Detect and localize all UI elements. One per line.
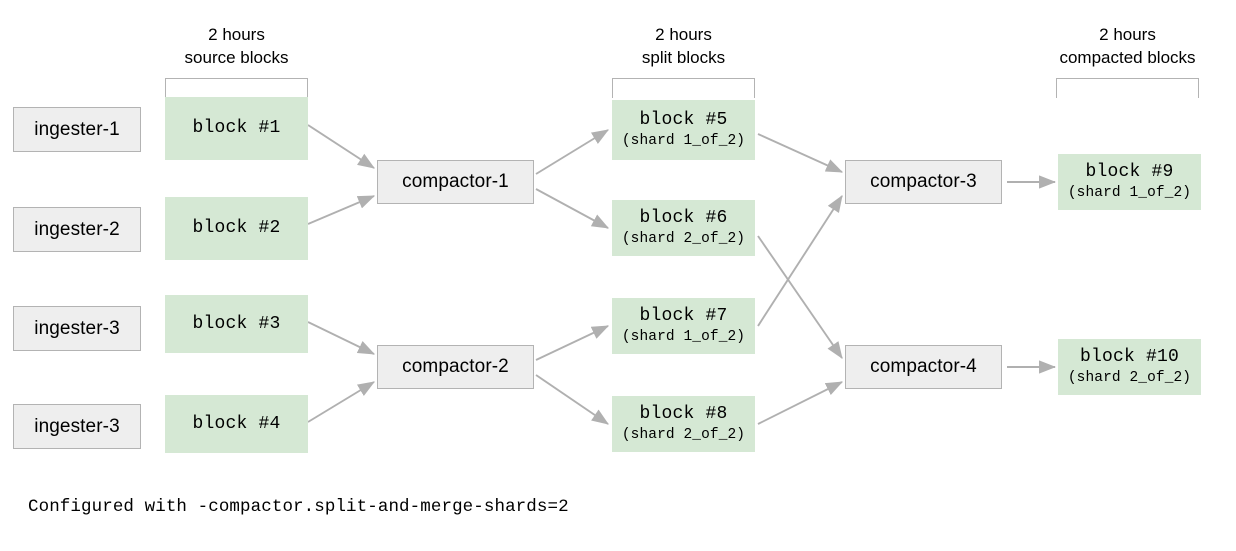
- arrow-block2-to-compactor1: [307, 195, 376, 225]
- ingester-3b-box[interactable]: ingester-3: [13, 404, 141, 449]
- compacted-block-10-shard: (shard 2_of_2): [1067, 370, 1192, 387]
- compactor-3-label: compactor-3: [870, 171, 977, 193]
- compactor-1-label: compactor-1: [402, 171, 509, 193]
- split-block-6-title: block #6: [639, 207, 728, 228]
- compactor-4-label: compactor-4: [870, 356, 977, 378]
- arrow-block5-to-compactor3: [757, 133, 844, 173]
- split-block-8[interactable]: block #8 (shard 2_of_2): [612, 396, 755, 452]
- arrow-compactor2-to-block8: [535, 374, 609, 425]
- split-block-8-title: block #8: [639, 403, 728, 424]
- column-header-compacted-line1: 2 hours: [1099, 25, 1156, 44]
- column-bracket-source: [165, 78, 308, 98]
- column-bracket-compacted: [1056, 78, 1199, 98]
- arrow-block7-to-compactor3: [757, 195, 843, 327]
- split-block-7-title: block #7: [639, 305, 728, 326]
- compactor-2-label: compactor-2: [402, 356, 509, 378]
- compactor-1-box[interactable]: compactor-1: [377, 160, 534, 204]
- split-block-5-title: block #5: [639, 109, 728, 130]
- column-header-source: 2 hours source blocks: [165, 24, 308, 70]
- source-block-3[interactable]: block #3: [165, 295, 308, 353]
- ingester-2-box[interactable]: ingester-2: [13, 207, 141, 252]
- split-block-8-shard: (shard 2_of_2): [621, 427, 746, 444]
- split-block-6[interactable]: block #6 (shard 2_of_2): [612, 200, 755, 256]
- source-block-4[interactable]: block #4: [165, 395, 308, 453]
- column-header-split: 2 hours split blocks: [612, 24, 755, 70]
- ingester-1-box[interactable]: ingester-1: [13, 107, 141, 152]
- source-block-4-title: block #4: [192, 413, 281, 434]
- compacted-block-10-title: block #10: [1079, 346, 1180, 367]
- compactor-4-box[interactable]: compactor-4: [845, 345, 1002, 389]
- arrow-block8-to-compactor4: [757, 381, 844, 425]
- split-block-7[interactable]: block #7 (shard 1_of_2): [612, 298, 755, 354]
- source-block-1-title: block #1: [192, 118, 281, 139]
- configuration-caption: Configured with -compactor.split-and-mer…: [28, 497, 569, 517]
- source-block-3-title: block #3: [192, 313, 281, 334]
- ingester-3a-box[interactable]: ingester-3: [13, 306, 141, 351]
- column-header-compacted-line2: compacted blocks: [1059, 47, 1196, 67]
- arrow-compactor1-to-block6: [535, 188, 610, 229]
- ingester-2-label: ingester-2: [34, 218, 120, 240]
- split-block-5[interactable]: block #5 (shard 1_of_2): [612, 100, 755, 160]
- ingester-3a-label: ingester-3: [34, 317, 120, 339]
- arrow-compactor2-to-block7: [535, 325, 610, 361]
- compacted-block-10[interactable]: block #10 (shard 2_of_2): [1058, 339, 1201, 395]
- compacted-block-9-title: block #9: [1085, 161, 1174, 182]
- compacted-block-9[interactable]: block #9 (shard 1_of_2): [1058, 154, 1201, 210]
- split-block-5-shard: (shard 1_of_2): [621, 133, 746, 150]
- column-header-source-line2: source blocks: [184, 47, 289, 67]
- ingester-1-label: ingester-1: [34, 118, 120, 140]
- source-block-1[interactable]: block #1: [165, 97, 308, 160]
- arrow-block1-to-compactor1: [307, 124, 375, 169]
- arrow-block3-to-compactor2: [307, 321, 376, 355]
- arrow-block4-to-compactor2: [307, 381, 375, 423]
- split-block-7-shard: (shard 1_of_2): [621, 329, 746, 346]
- ingester-3b-label: ingester-3: [34, 415, 120, 437]
- column-header-source-line1: 2 hours: [208, 25, 265, 44]
- column-header-compacted: 2 hours compacted blocks: [1056, 24, 1199, 70]
- source-block-2[interactable]: block #2: [165, 197, 308, 260]
- arrow-block6-to-compactor4: [757, 235, 843, 359]
- compactor-2-box[interactable]: compactor-2: [377, 345, 534, 389]
- arrow-compactor1-to-block5: [535, 129, 609, 175]
- column-header-split-line2: split blocks: [641, 47, 726, 67]
- column-bracket-split: [612, 78, 755, 98]
- compactor-3-box[interactable]: compactor-3: [845, 160, 1002, 204]
- column-header-split-line1: 2 hours: [655, 25, 712, 44]
- source-block-2-title: block #2: [192, 218, 281, 239]
- compacted-block-9-shard: (shard 1_of_2): [1067, 185, 1192, 202]
- split-block-6-shard: (shard 2_of_2): [621, 231, 746, 248]
